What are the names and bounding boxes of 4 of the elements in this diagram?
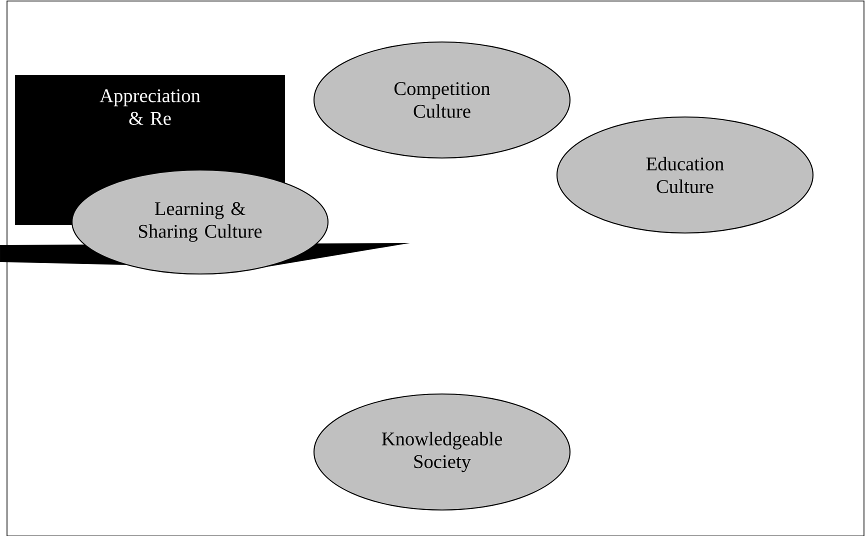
ellipse-node: Education Culture xyxy=(556,116,814,234)
ellipse-node: Knowledgeable Society xyxy=(313,393,571,511)
ellipse-node: Learning & Sharing Culture xyxy=(71,169,329,275)
ellipse-node: Competition Culture xyxy=(313,41,571,159)
